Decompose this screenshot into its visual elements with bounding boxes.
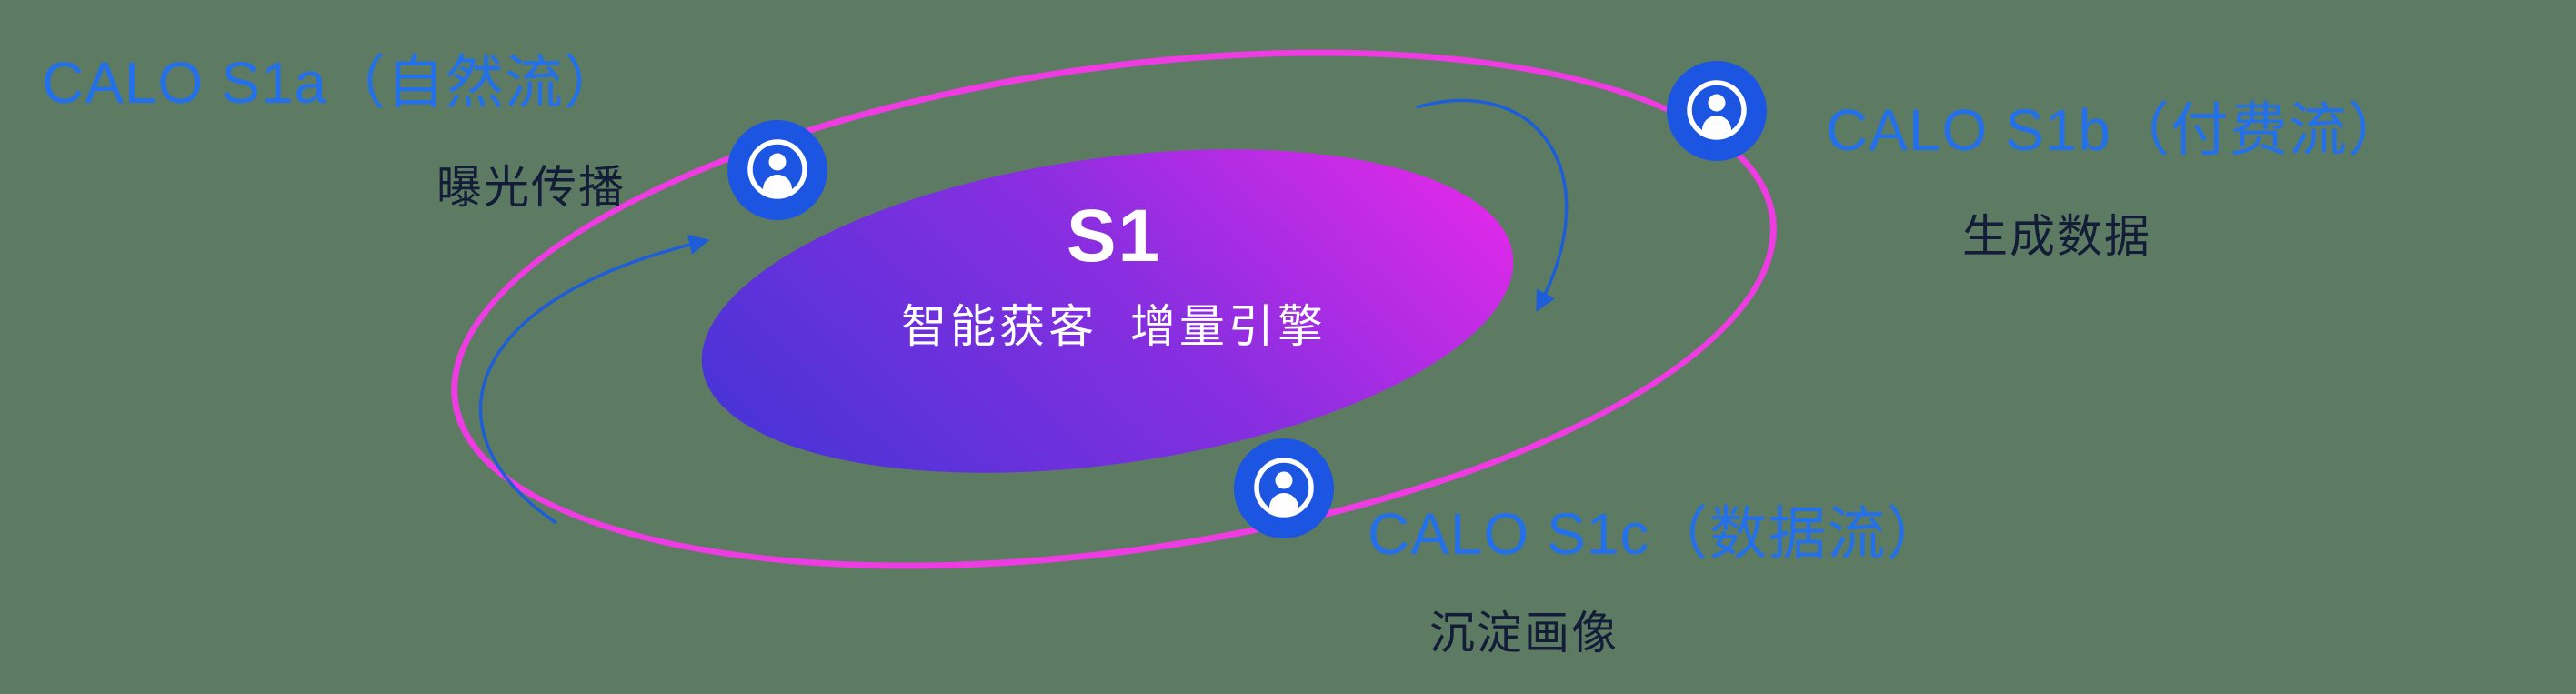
user-icon — [747, 139, 807, 199]
sublabel-s1c: 沉淀画像 — [1429, 608, 1619, 659]
sublabel-s1b: 生成数据 — [1962, 211, 2151, 262]
label-s1c: CALO S1c（数据流） — [1368, 501, 1946, 567]
sublabel-s1a: 曝光传播 — [436, 162, 626, 213]
core-title: S1 — [1066, 195, 1162, 277]
orbit-node-s1b — [1667, 61, 1767, 161]
orbit-node-s1a — [727, 120, 827, 220]
core-text: S1 智能获客 增量引擎 — [818, 195, 1409, 356]
user-icon — [1687, 80, 1747, 140]
user-icon — [1254, 458, 1314, 518]
core-subtitle: 智能获客 增量引擎 — [901, 301, 1327, 353]
label-s1b: CALO S1b（付费流） — [1826, 97, 2407, 163]
orbit-node-s1c — [1234, 438, 1334, 538]
label-s1a: CALO S1a（自然流） — [42, 50, 623, 116]
